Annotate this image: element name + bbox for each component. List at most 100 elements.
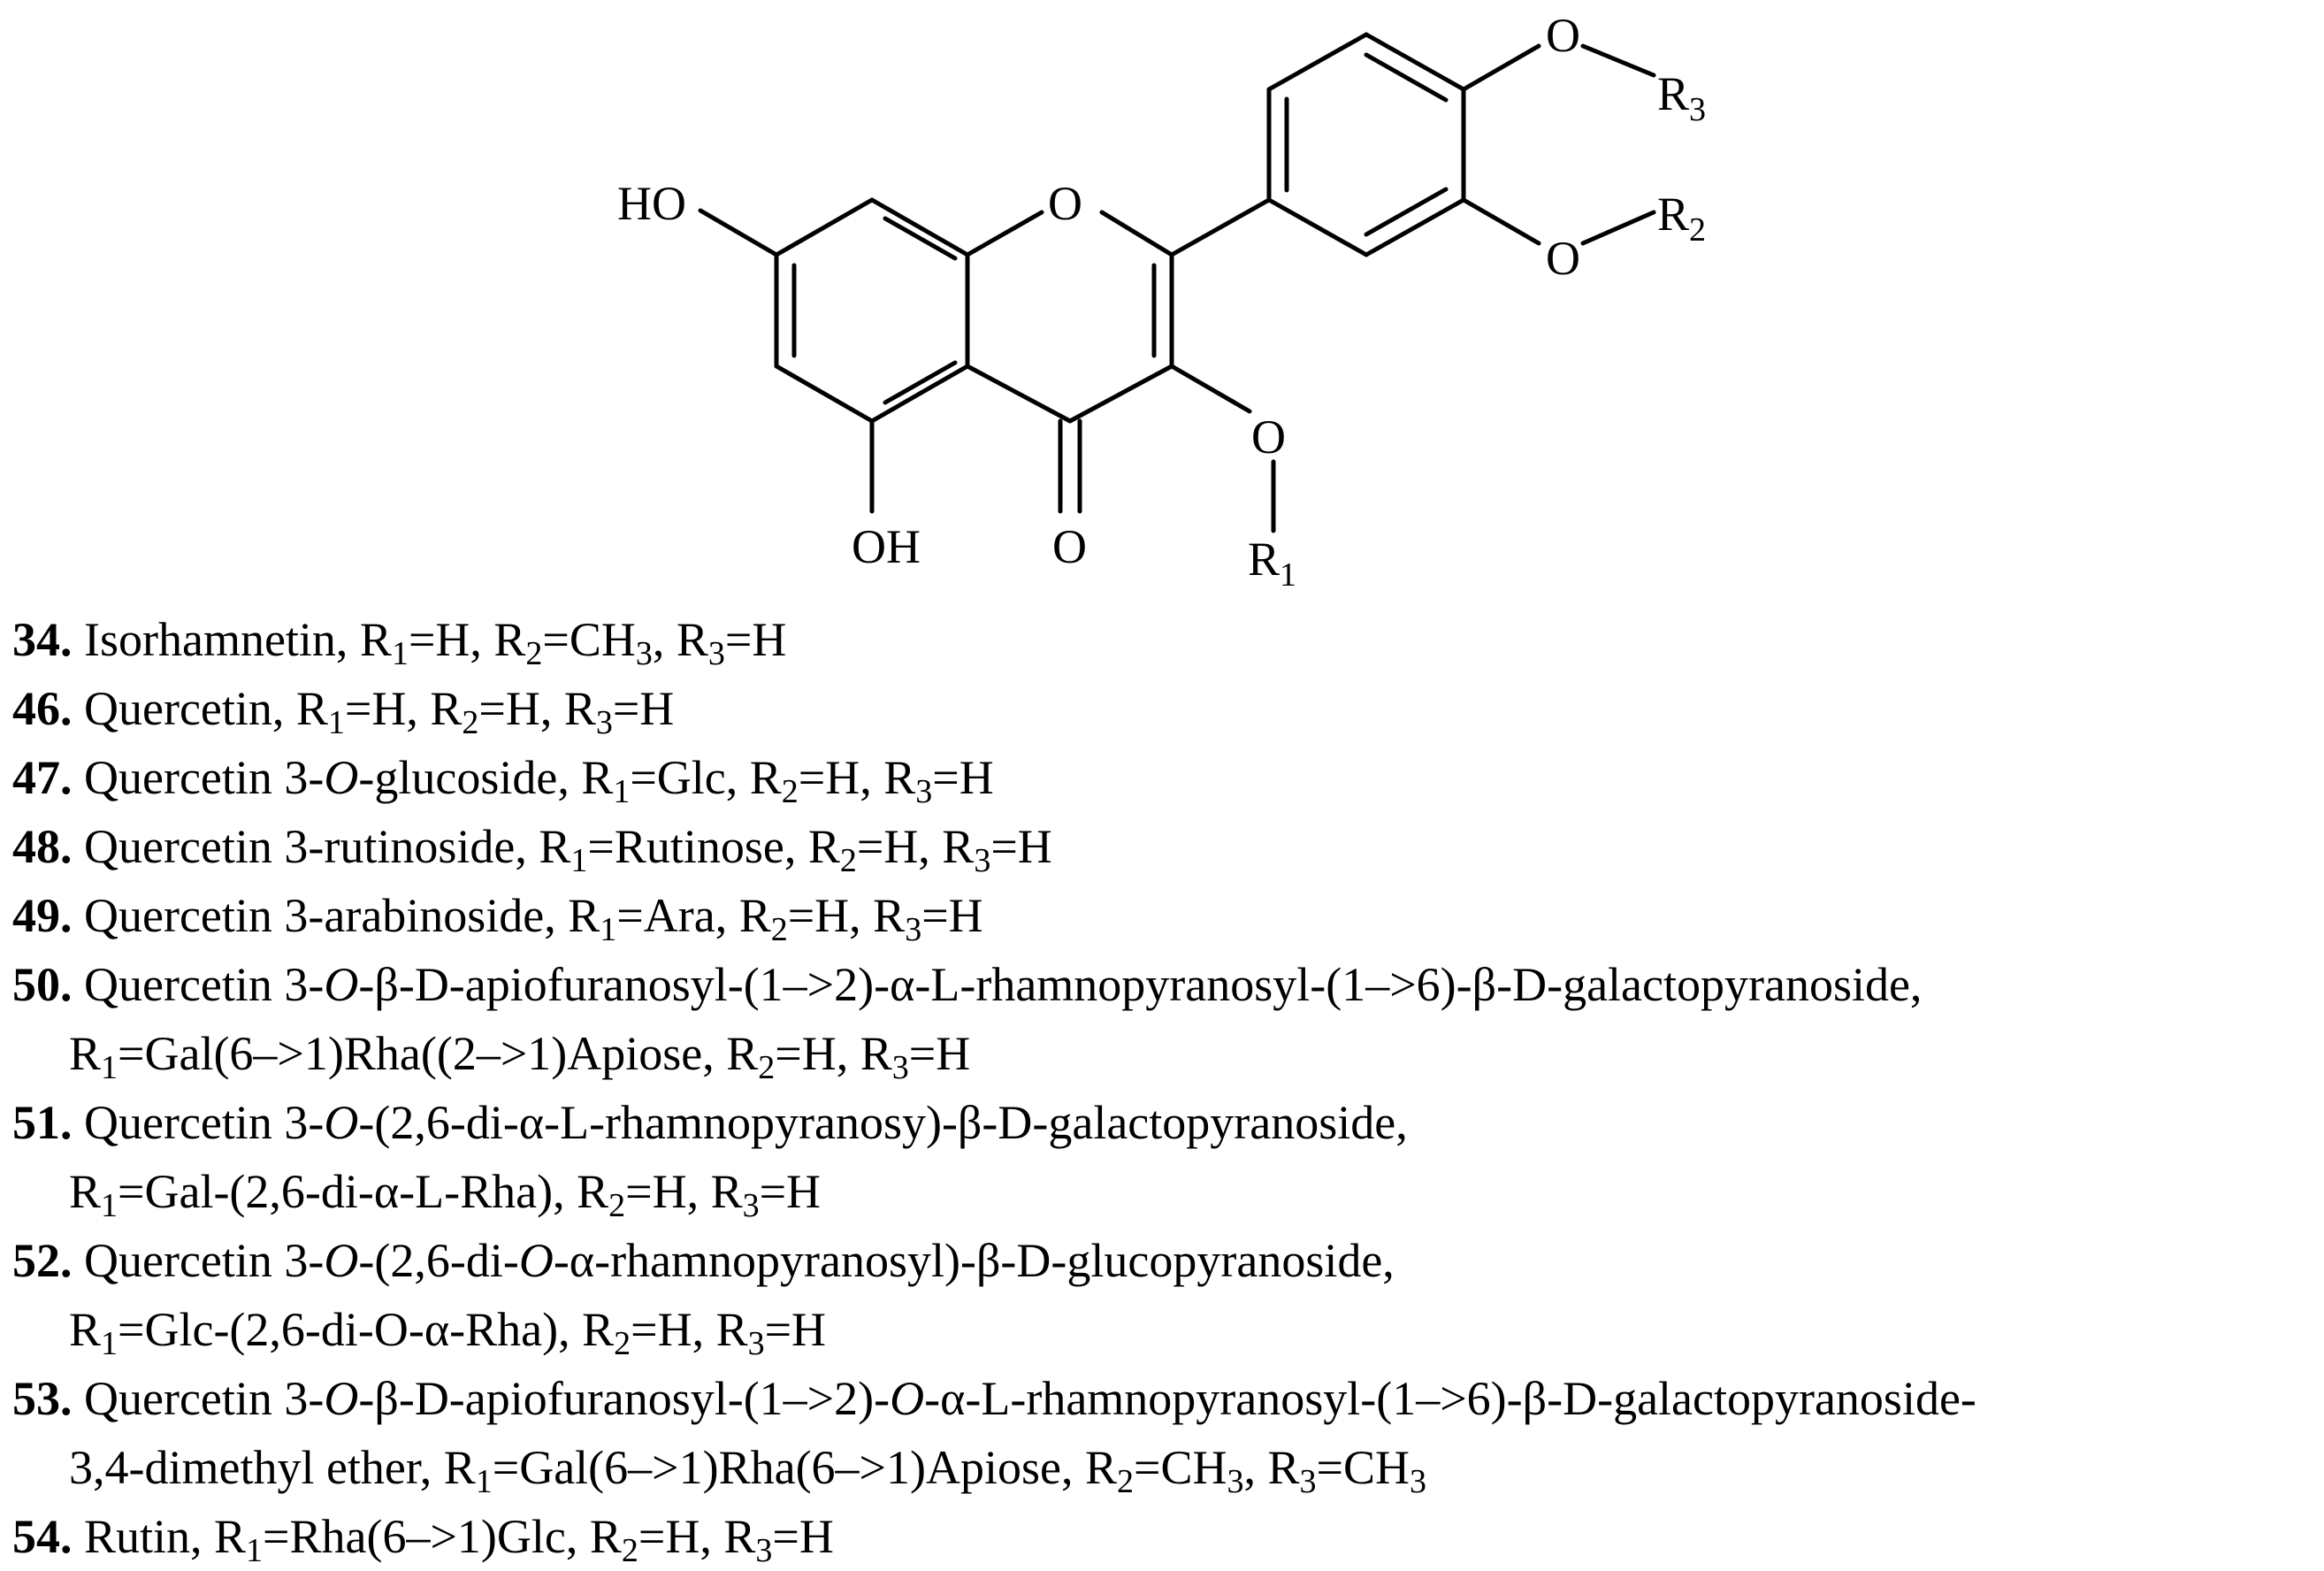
subscript: 1 [600, 911, 617, 948]
compound-line: 53. Quercetin 3-O-β-D-apiofuranosyl-(1–>… [12, 1364, 2312, 1433]
compound-text: =H, R [798, 751, 916, 804]
subscript: 1 [391, 635, 409, 672]
compound-text: =H, R [638, 1510, 756, 1563]
compound-entry: 48. Quercetin 3-rutinoside, R1=Rutinose,… [12, 812, 2312, 881]
compound-text: =H, R [856, 820, 975, 873]
compound-continuation-line: 3,4-dimethyl ether, R1=Gal(6–>1)Rha(6–>1… [12, 1433, 2312, 1502]
compound-text: Rutin, R [84, 1510, 247, 1563]
compound-text: =H [772, 1510, 834, 1563]
compound-continuation-line: R1=Glc-(2,6-di-O-α-Rha), R2=H, R3=H [12, 1295, 2312, 1364]
compound-number: 47. [12, 751, 73, 804]
compound-entry: 51. Quercetin 3-O-(2,6-di-α-L-rhamnopyra… [12, 1088, 2312, 1226]
compound-line: 50. Quercetin 3-O-β-D-apiofuranosyl-(1–>… [12, 950, 2312, 1019]
compound-text: =Glc-(2,6-di-O-α-Rha), R [118, 1303, 615, 1356]
compound-text: Isorhamnetin, R [84, 613, 392, 666]
subscript: 3 [595, 704, 613, 741]
compound-text: =H, R [625, 1165, 743, 1218]
compound-text: Quercetin 3-arabinoside, R [84, 889, 600, 942]
compound-text: Quercetin 3-rutinoside, R [84, 820, 571, 873]
compound-text: =H [990, 820, 1052, 873]
compound-text: -α-rhamnopyranosyl)-β-D-glucopyranoside, [553, 1234, 1395, 1287]
oxygen-r2-label: O [1546, 232, 1580, 285]
subscript: 3 [747, 1325, 765, 1362]
compound-line: 51. Quercetin 3-O-(2,6-di-α-L-rhamnopyra… [12, 1088, 2312, 1157]
compound-text: =H [724, 613, 787, 666]
subscript: 3 [635, 635, 653, 672]
compound-text: Quercetin, R [84, 682, 328, 735]
subscript: 3 [742, 1187, 760, 1224]
compound-text: -β-D-apiofuranosyl-(1–>2)- [358, 1372, 891, 1425]
subscript: 2 [614, 1325, 631, 1362]
subscript: 1 [327, 704, 345, 741]
compound-text: R [69, 1165, 102, 1218]
compound-text: =Gal-(2,6-di-α-L-Rha), R [118, 1165, 609, 1218]
compound-text: =Rha(6–>1)Glc, R [263, 1510, 622, 1563]
compound-entry: 49. Quercetin 3-arabinoside, R1=Ara, R2=… [12, 881, 2312, 950]
compound-text: =H, R [775, 1027, 892, 1080]
ring-c [965, 210, 1174, 424]
compound-text: -(2,6-di- [358, 1234, 519, 1287]
subscript: 3 [755, 1532, 773, 1569]
compound-text: R [69, 1303, 102, 1356]
hydroxyl-label-7: HO [617, 177, 686, 230]
ring-oxygen-label: O [1048, 177, 1082, 230]
subscript: 2 [770, 911, 788, 948]
flavonol-structure: HO O OH O O R1 O R2 O R3 [617, 9, 1706, 594]
r3-label: R3 [1657, 67, 1706, 128]
compound-number: 49. [12, 889, 73, 942]
compound-number: 34. [12, 613, 73, 666]
compound-number: 46. [12, 682, 73, 735]
subscript: 3 [1227, 1463, 1244, 1500]
oxygen-r1-label: O [1251, 410, 1286, 464]
subscript: 3 [905, 911, 922, 948]
compound-text: R [69, 1027, 102, 1080]
compound-text: =Gal(6–>1)Rha(6–>1)Apiose, R [492, 1441, 1117, 1494]
subscript: 1 [613, 773, 631, 810]
compound-text: =Ara, R [616, 889, 771, 942]
compound-text: =H [612, 682, 675, 735]
subscript: 2 [525, 635, 543, 672]
subscript: 2 [462, 704, 479, 741]
compound-continuation-line: R1=Gal(6–>1)Rha((2–>1)Apiose, R2=H, R3=H [12, 1019, 2312, 1088]
compound-text: =H [759, 1165, 822, 1218]
ring-b [1169, 32, 1466, 257]
compound-entry: 46. Quercetin, R1=H, R2=H, R3=H [12, 674, 2312, 743]
subscript: 2 [608, 1187, 626, 1224]
compound-text: =H, R [408, 613, 526, 666]
compound-text: =H, R [344, 682, 463, 735]
subscript: 1 [475, 1463, 493, 1500]
compound-entry: 52. Quercetin 3-O-(2,6-di-O-α-rhamnopyra… [12, 1226, 2312, 1364]
compound-line: 34. Isorhamnetin, R1=H, R2=CH3, R3=H [12, 605, 2312, 674]
compound-text: =Glc, R [630, 751, 782, 804]
compound-text: Quercetin 3- [84, 1372, 325, 1425]
compound-text: =H, R [631, 1303, 748, 1356]
subscript: 1 [101, 1049, 118, 1086]
subscript: 3 [915, 773, 933, 810]
compound-line: 47. Quercetin 3-O-glucoside, R1=Glc, R2=… [12, 743, 2312, 812]
compound-entry: 53. Quercetin 3-O-β-D-apiofuranosyl-(1–>… [12, 1364, 2312, 1502]
compound-text: =CH [1134, 1441, 1227, 1494]
compound-text: Quercetin 3- [84, 1096, 325, 1149]
compound-text: Quercetin 3- [84, 1234, 325, 1287]
subscript: 1 [101, 1187, 118, 1224]
compound-text: -(2,6-di-α-L-rhamnopyranosy)-β-D-galacto… [358, 1096, 1408, 1149]
compound-line: 49. Quercetin 3-arabinoside, R1=Ara, R2=… [12, 881, 2312, 950]
carbonyl-oxygen-label: O [1052, 520, 1087, 573]
subscript: 1 [570, 842, 588, 879]
compound-text: =H, R [478, 682, 596, 735]
subscript: 3 [974, 842, 991, 879]
compound-text: Quercetin 3- [84, 958, 325, 1011]
italic-text: O [324, 958, 359, 1011]
compound-number: 50. [12, 958, 73, 1011]
compound-text: -glucoside, R [358, 751, 614, 804]
compound-line: 48. Quercetin 3-rutinoside, R1=Rutinose,… [12, 812, 2312, 881]
italic-text: O [518, 1234, 554, 1287]
subscript: 3 [1409, 1463, 1426, 1500]
italic-text: O [324, 1234, 359, 1287]
subscript: 2 [781, 773, 799, 810]
compound-text: Quercetin 3- [84, 751, 325, 804]
compound-text: -β-D-apiofuranosyl-(1–>2)-α-L-rhamnopyra… [358, 958, 1923, 1011]
subscript: 2 [839, 842, 857, 879]
compound-number: 53. [12, 1372, 73, 1425]
compound-continuation-line: R1=Gal-(2,6-di-α-L-Rha), R2=H, R3=H [12, 1157, 2312, 1226]
